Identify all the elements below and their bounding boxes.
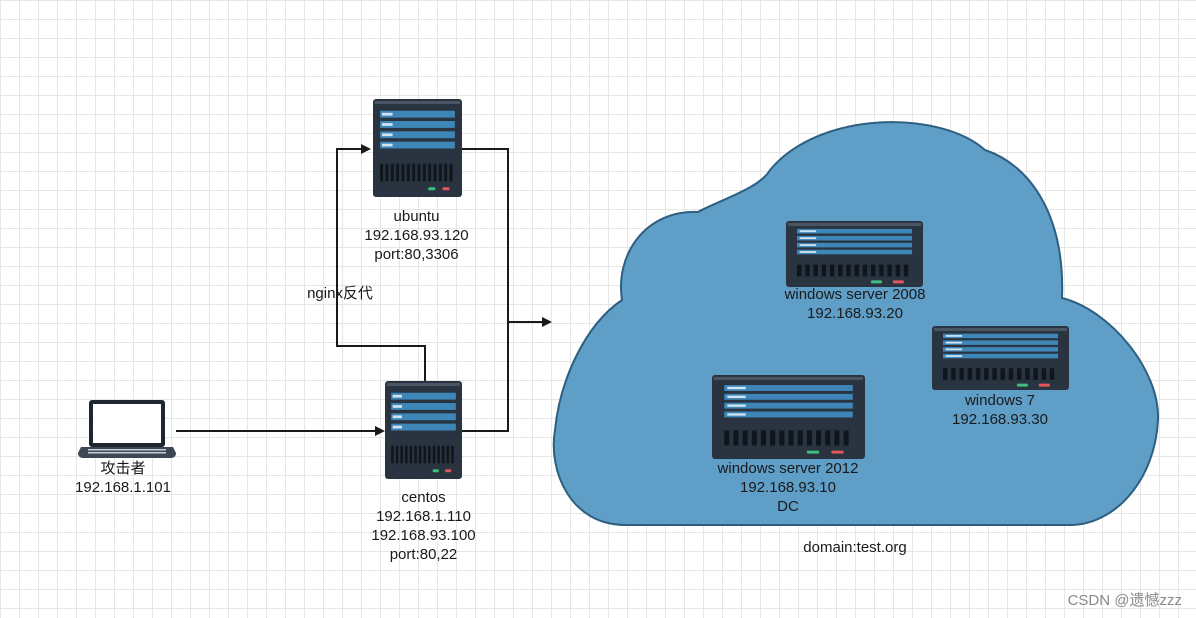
attacker-name: 攻击者 xyxy=(100,460,146,477)
server-icon-win7 xyxy=(932,326,1069,390)
centos-ip1: 192.168.1.110 xyxy=(376,508,471,525)
nginx-proxy-label: nginx反代 xyxy=(307,285,373,302)
node-label-win2008: windows server 2008 192.168.93.20 xyxy=(760,285,950,323)
win2012-role: DC xyxy=(777,498,799,515)
centos-ip2: 192.168.93.100 xyxy=(371,527,476,544)
node-label-attacker: 攻击者 192.168.1.101 xyxy=(68,459,178,497)
edge-ubuntu-cloud xyxy=(462,148,509,322)
ubuntu-name: ubuntu xyxy=(393,208,440,225)
ubuntu-port: port:80,3306 xyxy=(374,246,459,263)
attacker-ip: 192.168.1.101 xyxy=(75,479,171,496)
win2008-ip: 192.168.93.20 xyxy=(807,305,903,322)
node-label-win2012: windows server 2012 192.168.93.10 DC xyxy=(693,459,883,516)
win2012-name: windows server 2012 xyxy=(717,460,859,477)
server-icon-centos xyxy=(385,381,462,479)
server-icon-win2012 xyxy=(712,375,865,459)
node-label-win7: windows 7 192.168.93.30 xyxy=(935,391,1065,429)
edge-centos-ubuntu-proxy xyxy=(336,144,426,381)
node-label-centos: centos 192.168.1.110 192.168.93.100 port… xyxy=(356,488,491,564)
edge-centos-cloud xyxy=(462,322,509,432)
win7-name: windows 7 xyxy=(964,392,1036,409)
watermark: CSDN @遗憾zzz xyxy=(1067,592,1182,609)
network-cloud xyxy=(552,121,1160,526)
centos-name: centos xyxy=(401,489,446,506)
domain-label: domain:test.org xyxy=(803,539,907,556)
win2008-name: windows server 2008 xyxy=(784,286,926,303)
win2012-ip: 192.168.93.10 xyxy=(740,479,836,496)
server-icon-win2008 xyxy=(786,221,923,287)
laptop-icon xyxy=(78,400,176,458)
win7-ip: 192.168.93.30 xyxy=(952,411,1048,428)
centos-port: port:80,22 xyxy=(389,546,458,563)
ubuntu-ip: 192.168.93.120 xyxy=(364,227,469,244)
edge-label-nginx: nginx反代 xyxy=(300,284,380,303)
server-icon-ubuntu xyxy=(373,99,462,197)
node-label-ubuntu: ubuntu 192.168.93.120 port:80,3306 xyxy=(354,207,479,264)
